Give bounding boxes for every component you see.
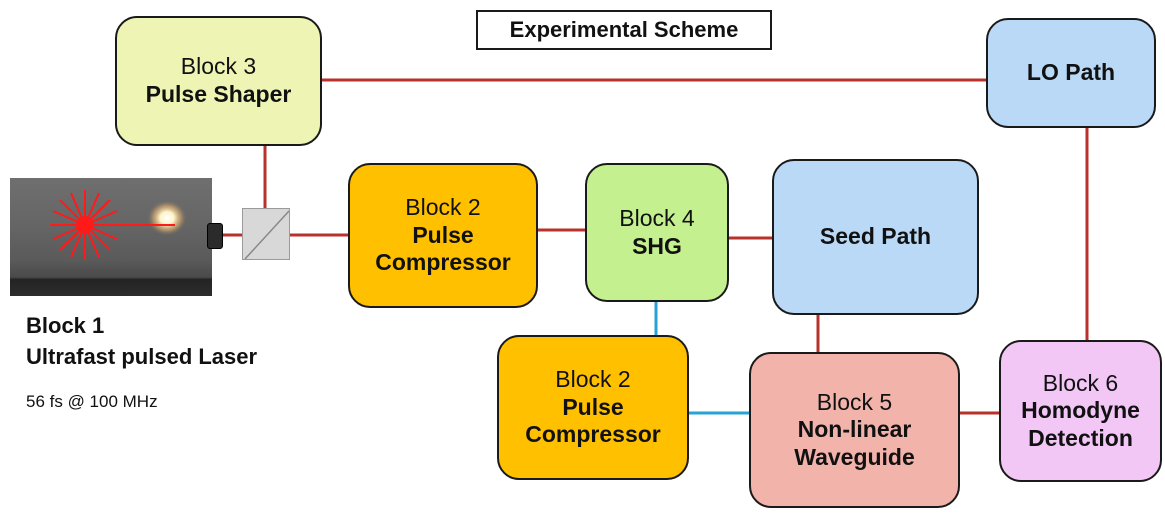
- laser-name: Ultrafast pulsed Laser: [26, 344, 258, 369]
- beam-splitter-icon: [242, 208, 290, 260]
- block-name: Seed Path: [819, 223, 932, 250]
- pulse-shaper-block: Block 3 Pulse Shaper: [115, 16, 322, 146]
- shg-block: Block 4 SHG: [585, 163, 729, 302]
- block-number: Block 2: [405, 194, 481, 221]
- block-name: LO Path: [1026, 59, 1116, 86]
- laser-photo: [10, 178, 212, 296]
- laser-label: Block 1 Ultrafast pulsed Laser: [26, 310, 257, 372]
- block-number: Block 2: [555, 366, 631, 393]
- block-number: Block 5: [816, 388, 893, 415]
- block-name: Pulse Compressor: [525, 393, 661, 448]
- block-name: Pulse Shaper: [145, 81, 292, 107]
- pulse-compressor-top-block: Block 2 Pulse Compressor: [348, 163, 538, 308]
- block-name: Homodyne Detection: [1021, 397, 1140, 451]
- pulse-compressor-bottom-block: Block 2 Pulse Compressor: [497, 335, 689, 480]
- waveguide-block: Block 5 Non-linear Waveguide: [749, 352, 960, 508]
- block-name: SHG: [632, 232, 682, 259]
- seed-path-block: Seed Path: [772, 159, 979, 315]
- block-number: Block 6: [1042, 369, 1119, 396]
- laser-block-number: Block 1: [26, 313, 105, 338]
- homodyne-block: Block 6 Homodyne Detection: [999, 340, 1162, 482]
- block-name: Pulse Compressor: [375, 221, 511, 276]
- lo-path-block: LO Path: [986, 18, 1156, 128]
- block-number: Block 3: [180, 53, 257, 80]
- block-name: Non-linear Waveguide: [794, 416, 915, 470]
- laser-spec: 56 fs @ 100 MHz: [26, 392, 158, 411]
- diagram-title: Experimental Scheme: [476, 10, 772, 50]
- block-number: Block 4: [619, 204, 695, 231]
- laser-output-port: [207, 223, 223, 249]
